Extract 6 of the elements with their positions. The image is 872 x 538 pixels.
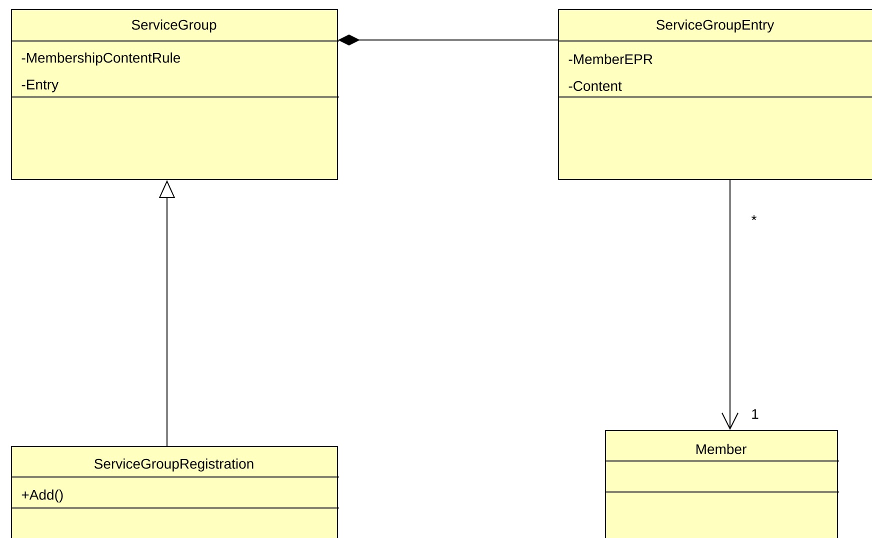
- multiplicity-label: *: [752, 215, 757, 220]
- class-box: ServiceGroupRegistration +Add(): [10, 446, 340, 538]
- class-box: ServiceGroupEntry -MemberEPR -Content: [558, 9, 872, 180]
- class-box: Member: [604, 430, 840, 538]
- connector: [722, 180, 738, 430]
- class-box: ServiceGroup -MembershipContentRule -Entry: [10, 9, 340, 180]
